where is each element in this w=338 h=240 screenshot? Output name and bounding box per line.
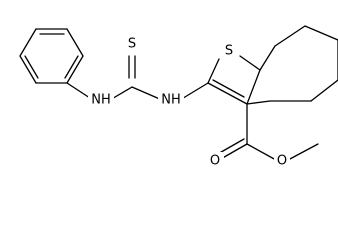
methyl-ester xyxy=(215,103,319,161)
atom-labels: S NH NH S O O xyxy=(88,35,290,170)
thiourea-bonds xyxy=(66,55,209,101)
thiourea-nh-right-label: NH xyxy=(161,93,181,108)
thiourea-nh-left-label: NH xyxy=(91,93,111,108)
thiophene-sulfur-label: S xyxy=(225,44,233,59)
thiophene-ring xyxy=(207,55,261,105)
ester-ether-oxygen-label: O xyxy=(277,154,287,169)
cyclohexene-ring xyxy=(246,25,338,105)
structure-canvas: S NH NH S O O xyxy=(19,25,338,170)
thiocarbonyl-sulfur-label: S xyxy=(128,37,136,52)
ester-carbonyl-oxygen-label: O xyxy=(210,154,220,169)
chemical-structure-diagram: S NH NH S O O xyxy=(19,25,338,170)
phenyl-ring xyxy=(19,28,84,84)
